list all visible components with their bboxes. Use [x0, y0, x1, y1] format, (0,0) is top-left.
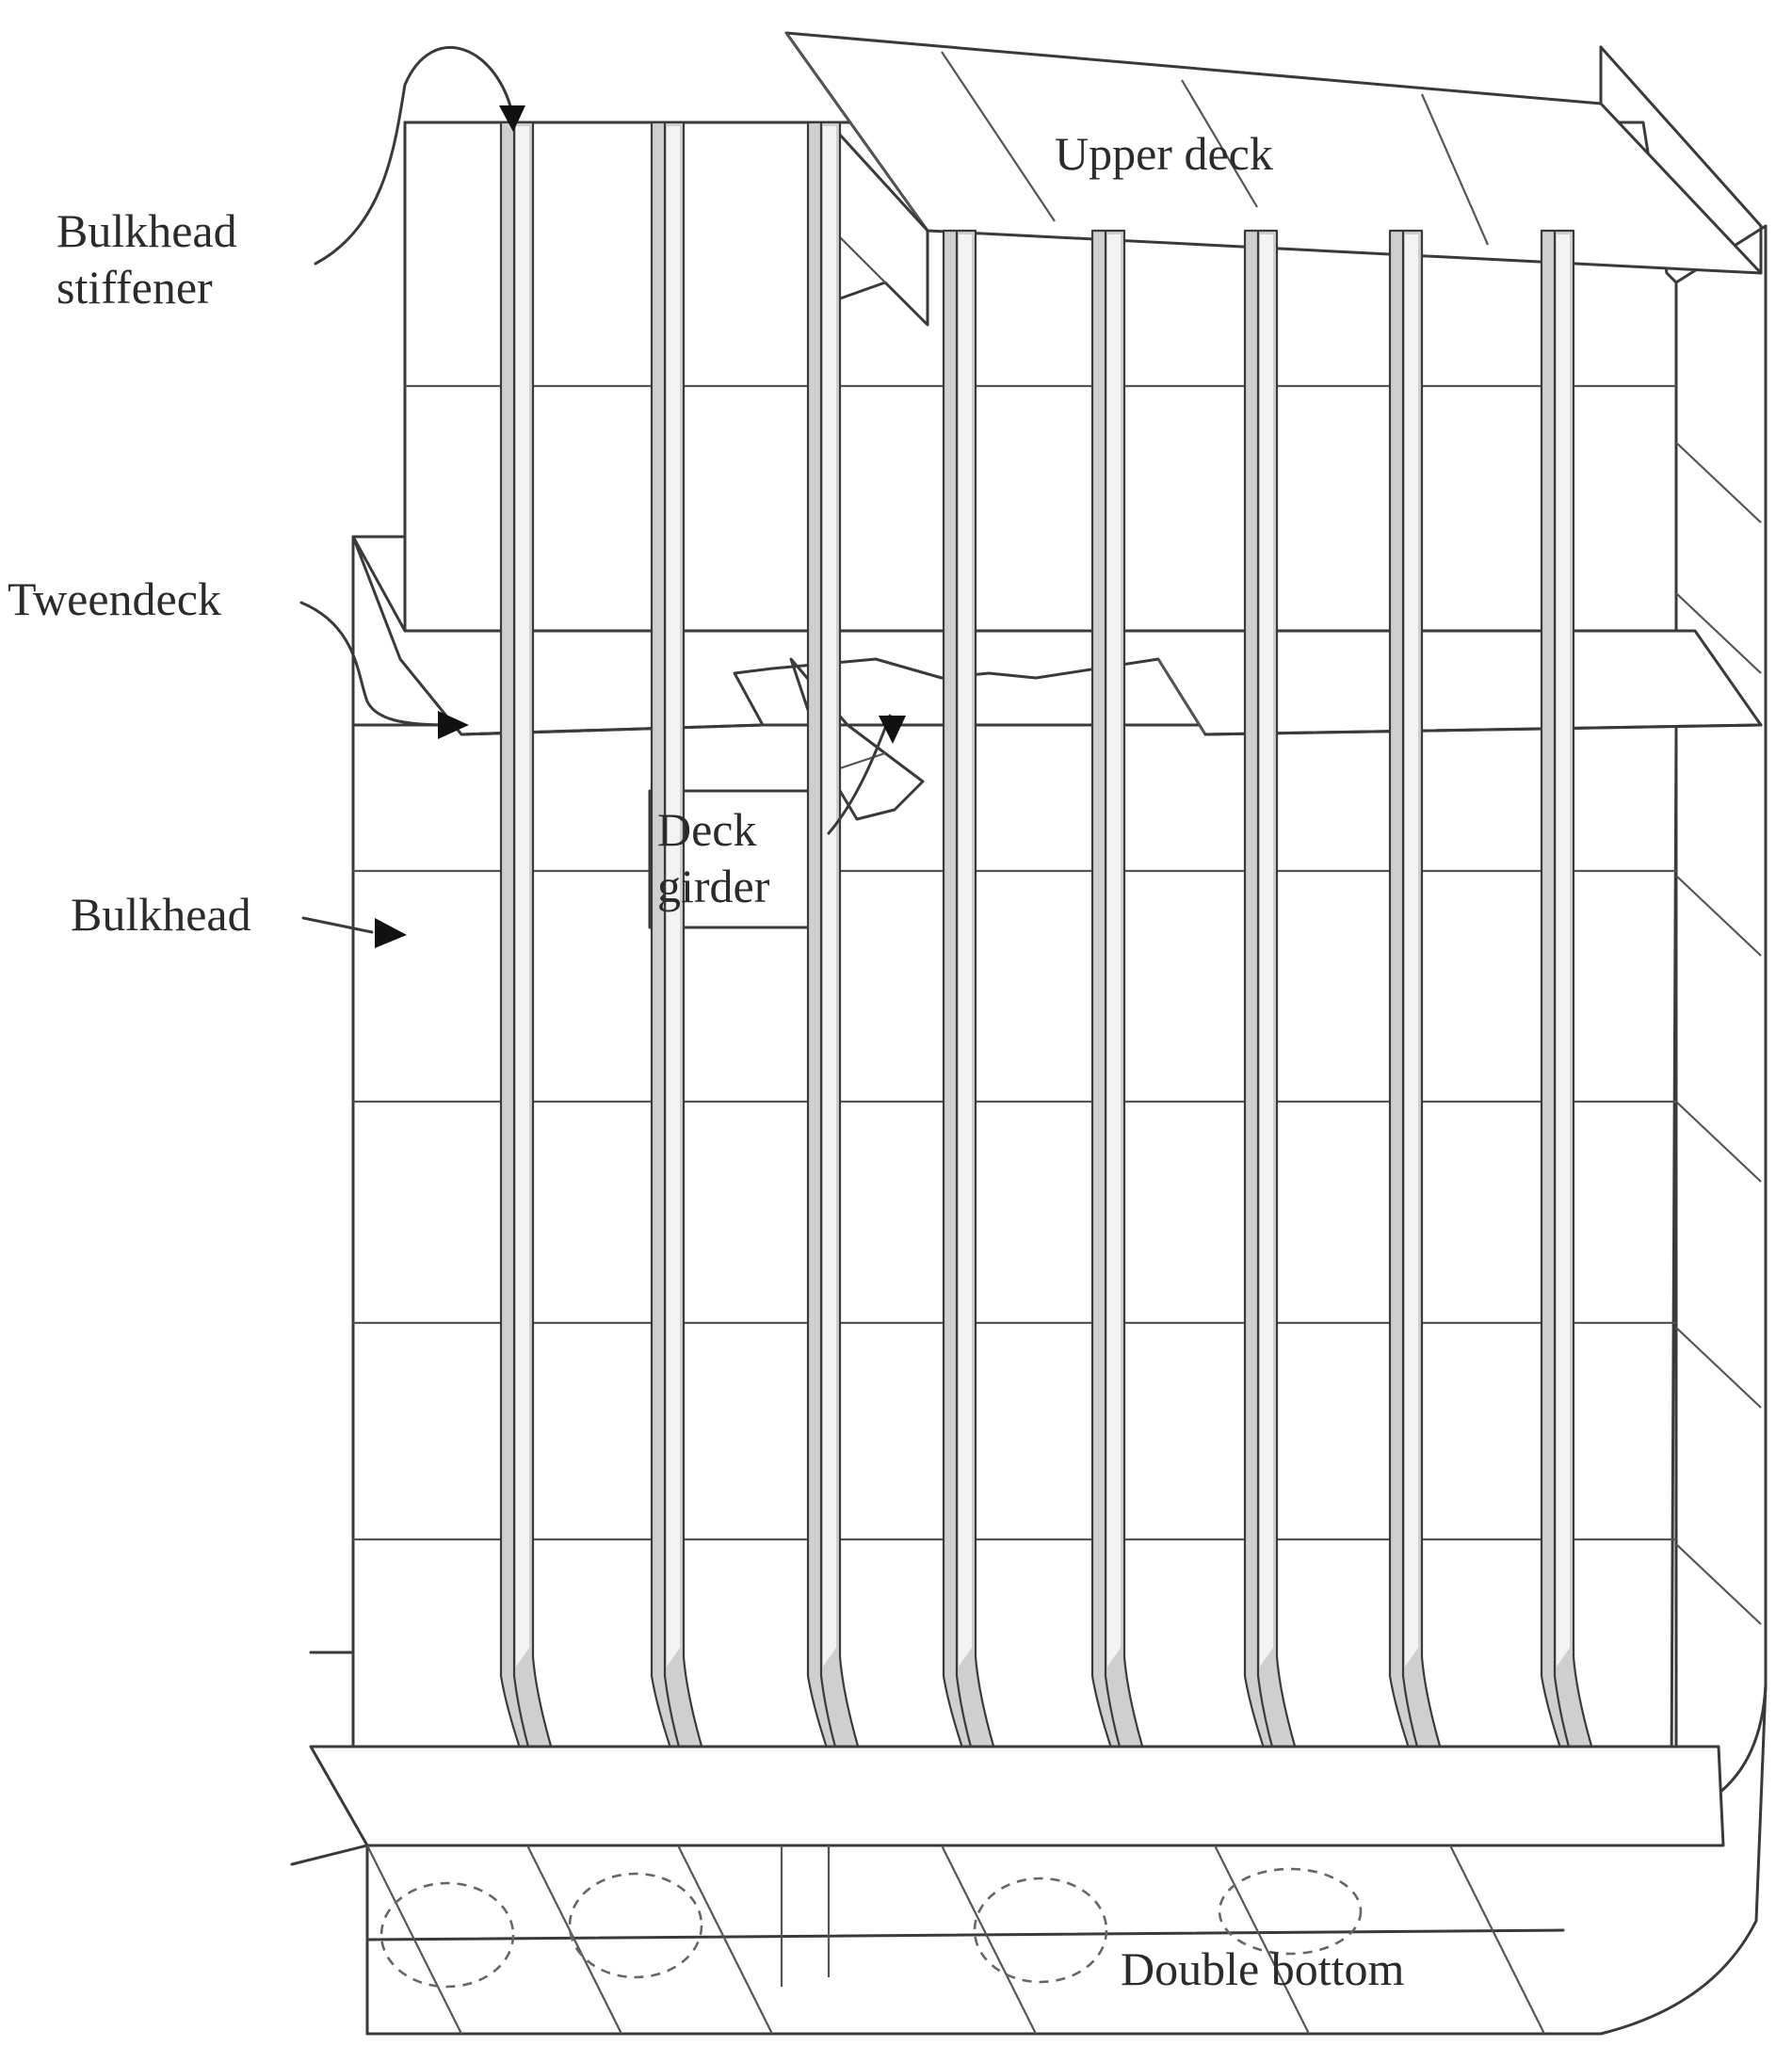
label-bulkhead: Bulkhead	[71, 888, 251, 941]
double-bottom	[290, 1651, 1768, 2036]
label-double-bottom: Double bottom	[1121, 1942, 1404, 1995]
label-bulkhead-stiffener-line2: stiffener	[57, 261, 213, 314]
label-tweendeck: Tweendeck	[8, 572, 221, 625]
upper-deck	[784, 31, 1763, 327]
bulkhead-stiffener	[1388, 229, 1472, 1838]
bulkhead-stiffener	[1090, 229, 1174, 1838]
bulkhead-stiffener	[1540, 229, 1623, 1838]
bulkhead-stiffeners	[499, 121, 1623, 1838]
label-deck-girder-line2: girder	[657, 860, 770, 912]
label-bulkhead-stiffener-line1: Bulkhead	[57, 204, 237, 257]
label-upper-deck: Upper deck	[1055, 127, 1273, 180]
labels: Bulkhead stiffener Upper deck Tweendeck …	[8, 127, 1404, 1995]
label-deck-girder-line1: Deck	[657, 803, 757, 856]
bulkhead-stiffener	[806, 121, 890, 1838]
bulkhead-stiffener	[650, 121, 734, 1838]
leader-lines	[299, 46, 906, 948]
bulkhead-stiffener	[1243, 229, 1327, 1838]
bulkhead-stiffener	[499, 121, 583, 1838]
deck-girder	[648, 657, 925, 929]
bulkhead-stiffener	[942, 229, 1025, 1838]
